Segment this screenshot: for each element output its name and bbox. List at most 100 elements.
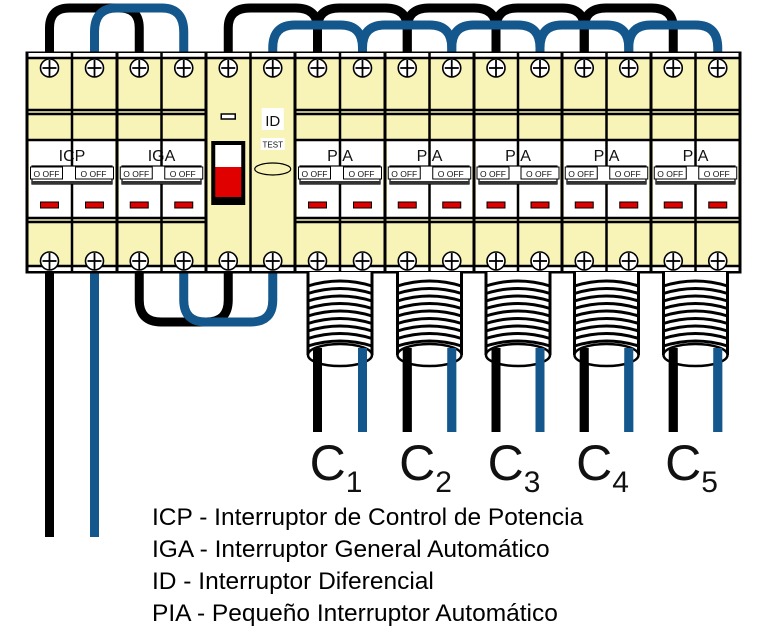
switch-lever [609,166,649,180]
switch-state-label: O OFF [391,169,417,179]
circuit-label-c5: C5 [665,435,718,499]
test-label: TEST [263,141,284,150]
switch-bar-base [122,181,201,184]
switch-state-label: O OFF [302,169,328,179]
screw-icon [707,251,728,271]
conduit-rib [307,302,373,310]
id-toggle-top [215,145,242,167]
wire-phase-bus [579,3,678,53]
switch-state-label: O OFF [349,169,375,179]
wire-neutral-icp-iga [90,3,189,53]
conduit-rib [397,287,462,295]
conduit-opening [396,342,463,368]
switch-bar-base [567,181,646,184]
screw-icon [663,58,684,78]
conduit-opening [662,342,729,368]
indicator-light [530,201,550,209]
screw-icon [307,251,328,271]
conduit-rib [307,332,373,340]
circuit-label-c3: C3 [488,435,541,499]
conduit-rib [663,332,728,340]
indicator-light [574,201,594,209]
conduit-rib [397,279,462,288]
screw-icon [574,251,595,271]
conduit-rib [397,324,462,333]
wire-neutral-bus [624,20,723,53]
indicator-light [129,201,149,209]
screw-icon [352,251,373,271]
circuit-label-subscript: 4 [612,466,629,499]
switch-state-label: O OFF [526,169,552,179]
screw-icon [397,251,418,271]
circuit-label-c1: C1 [310,435,363,499]
indicator-light [85,201,104,209]
legend-item-id: ID - Interruptor Diferencial [152,568,434,595]
conduit-rib [485,324,551,333]
module-label-id: ID [265,113,280,130]
switch-state-label: O OFF [704,169,730,179]
indicator-light [442,201,462,209]
switch-lever [698,166,738,180]
conduit-c4 [573,272,640,432]
switch-lever [432,166,472,180]
screw-icon [39,58,60,78]
id-toggle-red [215,167,242,197]
screw-icon [84,251,105,271]
screw-icon [262,58,283,78]
switch-lever [119,166,153,180]
conduit-rib [485,332,551,340]
screw-icon [486,58,506,78]
conduit-rib [307,317,373,325]
screw-icon [218,58,239,78]
conduit-c5 [662,272,729,432]
switch-bar-base [300,181,380,184]
conduit-rib [397,317,462,325]
id-slot [220,113,236,120]
conduit-rib [397,302,462,310]
test-label-bg [260,138,285,150]
circuit-label-c2: C2 [399,435,452,499]
switch-lever [387,166,421,180]
circuit-label-base: C [576,435,612,491]
conduit-rib [485,317,551,325]
legend-item-pia: PIA - Pequeño Interruptor Automático [152,600,558,627]
screw-icon [129,58,150,78]
conduit-rib [574,324,639,333]
switch-bar-base [32,181,112,184]
indicator-light [308,201,327,209]
switch-state-label: O OFF [34,169,60,179]
switch-lever [520,166,560,180]
conduit-rib [663,317,728,325]
circuit-label-base: C [399,435,435,491]
circuit-label-base: C [665,435,701,491]
screw-icon [530,251,550,271]
legend-item-iga: IGA - Interruptor General Automático [152,536,550,563]
switch-state-label: O OFF [438,169,464,179]
switch-state-label: O OFF [81,169,107,179]
legend: ICP - Interruptor de Control de Potencia… [152,502,583,630]
switch-bar-base [390,181,469,184]
conduit-opening [484,342,552,368]
screw-icon [397,58,418,78]
legend-item-icp: ICP - Interruptor de Control de Potencia [152,504,584,531]
conduit-rib [663,324,728,333]
screw-icon [707,58,728,78]
indicator-light [708,201,728,209]
conduit-rib [307,287,373,295]
circuit-label-subscript: 5 [701,466,718,499]
conduit-rib [574,332,639,340]
conduit-rib [485,309,551,318]
conduit-rib [485,339,551,348]
switch-lever [564,166,598,180]
indicator-light [619,201,639,209]
conduit-rib [307,309,373,318]
conduit-rib [485,279,551,288]
conduit-rib [307,324,373,333]
screw-icon [618,58,639,78]
conduits [306,272,729,432]
